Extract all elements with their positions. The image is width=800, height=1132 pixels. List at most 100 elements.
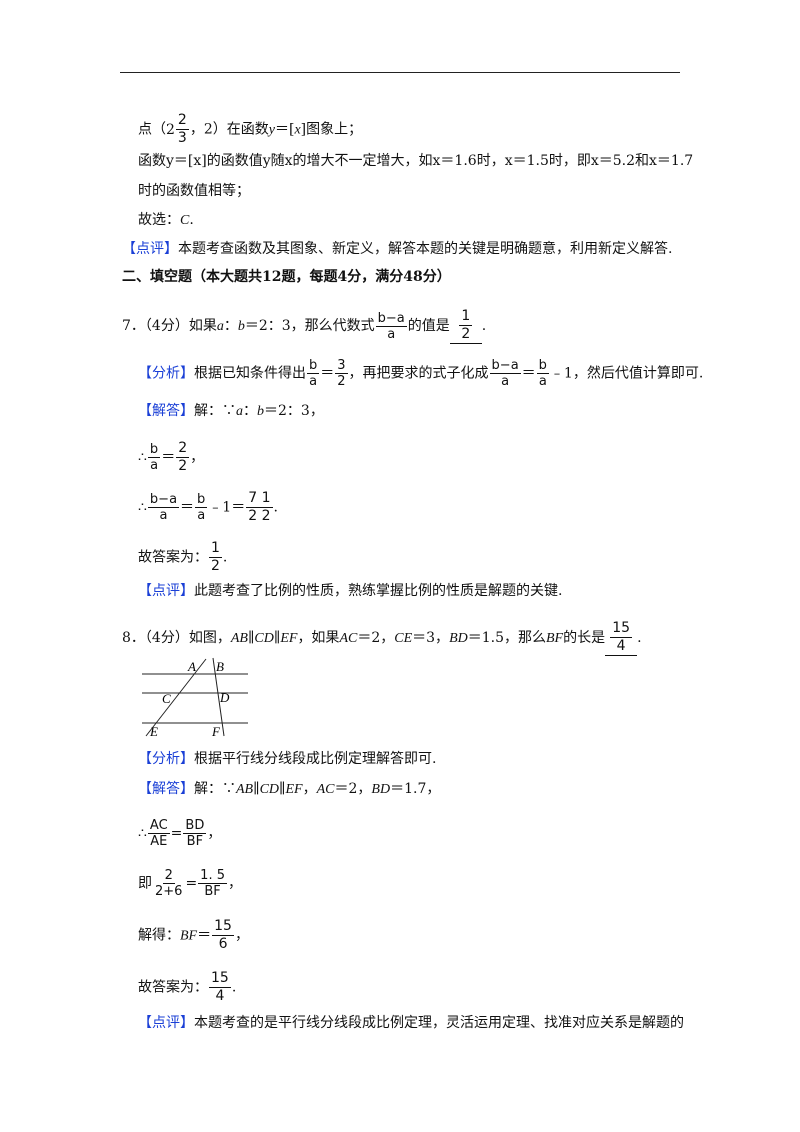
header-rule: [120, 72, 680, 73]
denominator: BF: [186, 834, 204, 849]
text: 的值是: [407, 318, 450, 334]
text: .: [637, 630, 642, 646]
text: ，再把要求的式子化成: [348, 365, 489, 382]
text: ∴: [138, 449, 147, 466]
text: ＝3，: [412, 630, 450, 646]
whole: 2: [166, 121, 175, 138]
label-d: D: [219, 690, 230, 705]
text: 根据已知条件得出: [194, 365, 306, 382]
q7-review: 【点评】此题考查了比例的性质，熟练掌握比例的性质是解题的关键.: [138, 582, 562, 600]
review-text: 本题考查函数及其图象、新定义，解答本题的关键是明确题意，利用新定义解答.: [178, 241, 673, 257]
var: EF: [285, 782, 303, 797]
function-line-2: 时的函数值相等；: [138, 183, 250, 199]
text: 点（: [138, 121, 166, 138]
denominator: 2: [461, 326, 471, 342]
text: 解：∵: [194, 403, 236, 419]
function-line: 函数y＝[x]的函数值y随x的增大不一定增大，如x＝1.6时，x＝1.5时，即x…: [138, 153, 694, 169]
text: .: [231, 979, 237, 996]
denominator: a: [197, 508, 206, 523]
text: ，: [302, 781, 317, 797]
numerator: 1. 5: [198, 868, 227, 884]
text: 故答案为：: [138, 549, 208, 566]
denominator: 2 2: [248, 508, 271, 524]
numerator: b: [147, 442, 161, 458]
text: .: [481, 318, 487, 334]
solution-tag: 【解答】: [138, 403, 194, 419]
denominator: 4: [215, 988, 225, 1004]
denominator: 6: [218, 936, 228, 952]
q7-solution: 【解答】解：∵a：b＝2：3，: [138, 402, 324, 421]
denominator: a: [538, 374, 547, 389]
text: 故选：: [138, 212, 180, 228]
text: ：: [223, 318, 238, 334]
denominator: a: [387, 326, 396, 342]
denominator: 2: [211, 558, 220, 574]
numerator: b−a: [489, 358, 521, 374]
text: ，: [234, 927, 249, 944]
text: 解：∵: [194, 781, 236, 797]
text: ，: [207, 825, 222, 842]
text: ＝2，: [357, 630, 395, 646]
section-heading: 二、填空题（本大题共12题，每题4分，满分48分）: [122, 269, 451, 285]
text: ∴: [138, 825, 147, 842]
analysis-text: 根据平行线分线段成比例定理解答即可.: [194, 751, 437, 767]
q8-analysis: 【分析】根据平行线分线段成比例定理解答即可.: [138, 750, 436, 768]
denominator: a: [309, 374, 318, 389]
text: ＝: [320, 365, 335, 382]
text: ：: [243, 403, 257, 419]
review-text: 此题考查了比例的性质，熟练掌握比例的性质是解题的关键.: [194, 583, 563, 599]
text: ＝1.5，那么: [467, 630, 546, 646]
denominator: a: [159, 508, 168, 523]
text: ＝: [161, 449, 176, 466]
label-c: C: [162, 691, 171, 706]
text: ，如果: [297, 630, 340, 646]
text: ＝2：3，: [264, 403, 324, 419]
text: ＝2：3，那么代数式: [244, 318, 375, 334]
denominator: BF: [204, 884, 221, 899]
var: a: [236, 404, 243, 419]
var: a: [216, 319, 224, 334]
var: BD: [449, 631, 468, 646]
q8-stem: 8．（4分）如图，AB∥CD∥EF，如果AC＝2，CE＝3，BD＝1.5，那么B…: [122, 620, 642, 656]
numerator: 2: [175, 112, 189, 130]
label-e: E: [149, 724, 158, 738]
text: 解得：: [138, 927, 180, 944]
text: ＝: [521, 365, 536, 382]
text: ，2）在函数: [189, 121, 269, 138]
var: CE: [394, 631, 413, 646]
text: ＝: [197, 927, 212, 944]
denominator: 2+6: [155, 884, 183, 899]
numerator: b−a: [147, 492, 180, 508]
label-b: B: [216, 659, 224, 674]
denominator: a: [501, 374, 510, 389]
denominator: 4: [616, 638, 626, 654]
numerator: b: [536, 358, 549, 374]
choice: C: [180, 213, 190, 228]
var: AB: [230, 631, 248, 646]
var: AB: [236, 782, 254, 797]
numerator: b−a: [375, 310, 407, 327]
var: AC: [339, 631, 358, 646]
numerator: 3: [335, 358, 348, 374]
numerator: b: [307, 358, 320, 374]
transversal-ace: [145, 658, 207, 737]
review-tag: 【点评】: [138, 583, 194, 599]
text: .: [222, 549, 228, 566]
text: 的长是: [563, 630, 606, 646]
